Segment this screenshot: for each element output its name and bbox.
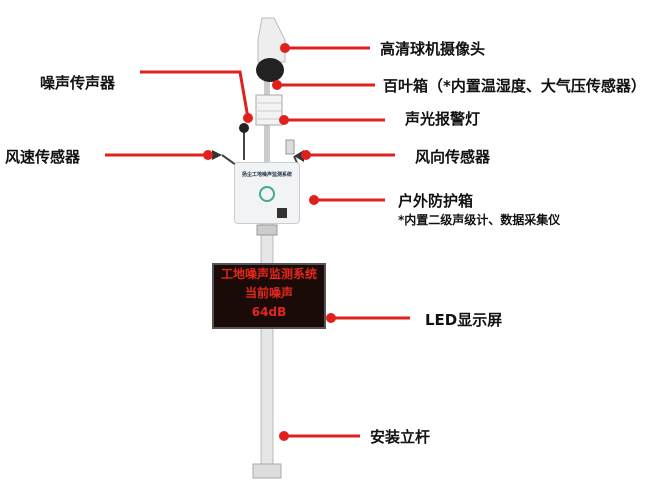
label-alarm-light: 声光报警灯: [405, 110, 481, 128]
pole-shape: [260, 221, 274, 473]
label-outdoor-box-note: *内置二级声级计、数据采集仪: [398, 213, 561, 227]
wind-speed-cups: [212, 150, 222, 160]
label-outdoor-box: 户外防护箱: [398, 192, 474, 210]
label-wind-direction: 风向传感器: [415, 148, 491, 166]
label-camera: 高清球机摄像头: [380, 40, 486, 58]
outdoor-protection-box: 扬尘工地噪声监测系统: [234, 162, 300, 224]
pole-base: [252, 463, 282, 479]
led-line-label: 当前噪声: [244, 286, 293, 300]
label-wind-speed: 风速传感器: [5, 148, 81, 166]
led-line-value: 64dB: [251, 305, 287, 319]
camera-housing: [257, 17, 286, 63]
mic-head: [239, 123, 249, 133]
led-line-title: 工地噪声监测系统: [220, 267, 317, 281]
camera-dome: [256, 58, 284, 82]
qr-code-icon: [277, 208, 287, 218]
label-pole: 安装立杆: [370, 428, 431, 446]
label-louver-box: 百叶箱（*内置温湿度、大气压传感器）: [383, 77, 646, 95]
leader-lines: [105, 46, 410, 438]
led-display: 工地噪声监测系统 当前噪声 64dB: [212, 263, 326, 329]
label-led-screen: LED显示屏: [425, 311, 503, 329]
box-title: 扬尘工地噪声监测系统: [241, 172, 292, 178]
alarm-light-shape: [285, 139, 295, 155]
leader-dots: [203, 43, 336, 441]
louver-box-shape: [255, 94, 283, 126]
label-noise-mic: 噪声传声器: [40, 74, 116, 92]
logo-icon: [259, 186, 275, 202]
